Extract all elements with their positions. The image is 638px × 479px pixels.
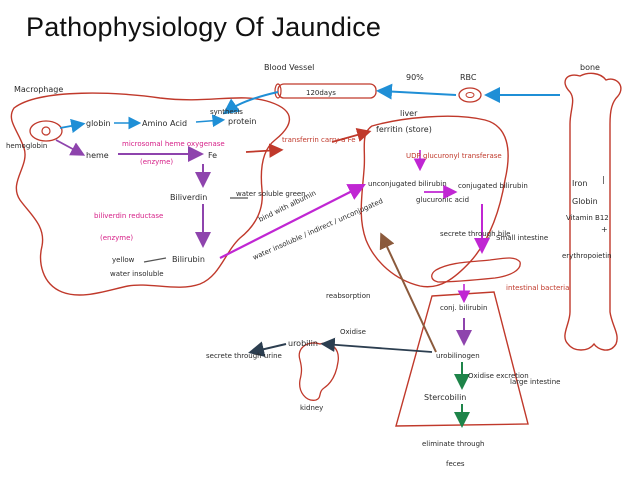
label-macrophage: Macrophage [14,85,63,94]
label-urobilinogen: urobilinogen [436,352,480,360]
label-hemoglobin: hemoglobin [6,142,47,150]
blood-vessel [277,83,377,99]
label-reabsorption: reabsorption [326,292,370,300]
label-conj-bilirubin: conj. bilirubin [440,304,487,312]
label-biliverdin: Biliverdin [170,193,207,202]
arrow-to-urobilin [320,337,433,353]
arrow-transferrin-ferritin [331,127,372,143]
label-transferrin: transferrin carry a Fe [282,136,356,144]
label-liver: liver [400,109,418,118]
large-intestine-outline [395,291,529,427]
label-fe: Fe [208,151,217,160]
label-kidney: kidney [300,404,323,412]
svg-text:|: | [602,175,605,184]
label-urobilin: urobilin [288,339,318,348]
arrow-bilirubin-liver [219,184,366,259]
kidney-outline [298,342,339,401]
label-90pct: 90% [406,73,424,82]
arrow-reabsorption [379,232,437,353]
label-heme: heme [86,151,109,160]
arrow-aa-protein [195,114,226,128]
label-vitamin-b12: Vitamin B12 [566,214,609,222]
label-stercobilin: Stercobilin [424,393,466,402]
arrow-hemoglobin-heme [55,139,86,156]
label-intestinal-bacteria: intestinal bacteria [506,284,569,292]
label-yellow: yellow [112,256,135,264]
bone-outline [564,72,622,351]
label-bone: bone [580,63,600,72]
label-ferritin: ferritin (store) [376,125,432,134]
arrow-rbc-to-vessel [376,83,457,100]
rbc-cell [458,87,482,103]
label-indirect: water insoluble / indirect / unconjugate… [252,197,385,262]
arrow-urobilin-urine [248,341,287,358]
label-large-intestine: large intestine [510,378,560,386]
label-biliverdin-reductase: biliverdin reductase [94,212,163,220]
label-udp: UDP glucuronyl transferase [406,152,502,160]
arrow-vessel-to-macrophage [222,91,279,115]
small-intestine-tube [431,257,521,283]
label-secrete-urine: secrete through urine [206,352,282,360]
arrow-fe-transferrin [245,143,284,158]
macrophage-nucleus [29,120,63,142]
label-synthesis: synthesis [210,108,243,116]
label-120days: 120days [306,89,336,97]
label-globin: globin [86,119,111,128]
label-eliminate: eliminate through [422,440,484,448]
label-water-soluble: water soluble green [236,190,306,198]
svg-text:+: + [601,225,608,234]
label-bilirubin: Bilirubin [172,255,205,264]
macrophage-outline [10,92,291,296]
label-secrete-bile: secrete through bile [440,230,510,238]
label-glucuronic: glucuronic acid [416,196,469,204]
label-enzyme-2: (enzyme) [100,234,133,242]
label-blood-vessel: Blood Vessel [264,63,314,72]
label-rbc: RBC [460,73,477,82]
page-title: Pathophysiology Of Jaundice [26,12,382,42]
label-unconjugated: unconjugated bilirubin [368,180,447,188]
label-erythropoietin: erythropoietin [562,252,612,260]
label-microsomal-enzyme: microsomal heme oxygenase [122,140,225,148]
label-globin-2: Globin [572,197,598,206]
label-iron: Iron [572,179,587,188]
label-oxidise: Oxidise [340,328,366,336]
label-oxidised-excretion: Oxidise excretion [468,372,529,380]
label-conjugated: conjugated bilirubin [458,182,528,190]
arrow-yellow-label [143,257,167,263]
label-water-insoluble: water insoluble [110,270,164,278]
label-enzyme-1: (enzyme) [140,158,173,166]
arrow-hemoglobin-globin [59,118,86,134]
label-feces: feces [446,460,465,468]
label-protein: protein [228,117,256,126]
label-small-intestine: Small intestine [496,234,548,242]
label-amino-acid: Amino Acid [142,119,187,128]
